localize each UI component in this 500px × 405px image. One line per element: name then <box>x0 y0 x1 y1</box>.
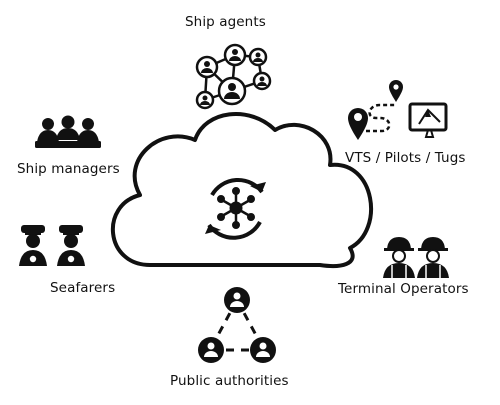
sailors-icon <box>19 225 85 266</box>
workers-icon <box>383 237 449 278</box>
seafarers-label: Seafarers <box>50 280 116 296</box>
group-meeting-icon <box>35 115 101 148</box>
terminal-operators-label: Terminal Operators <box>338 281 469 297</box>
ship-agents-label: Ship agents <box>185 14 266 30</box>
route-map-icon <box>348 80 448 140</box>
cloud-shape <box>110 112 373 268</box>
public-authorities-label: Public authorities <box>170 373 289 389</box>
agent-network-icon <box>195 43 272 110</box>
vts-pilots-tugs-label: VTS / Pilots / Tugs <box>345 150 466 166</box>
network-sync-icon <box>205 177 266 240</box>
authority-network-icon <box>198 287 276 363</box>
ship-managers-label: Ship managers <box>17 161 120 177</box>
